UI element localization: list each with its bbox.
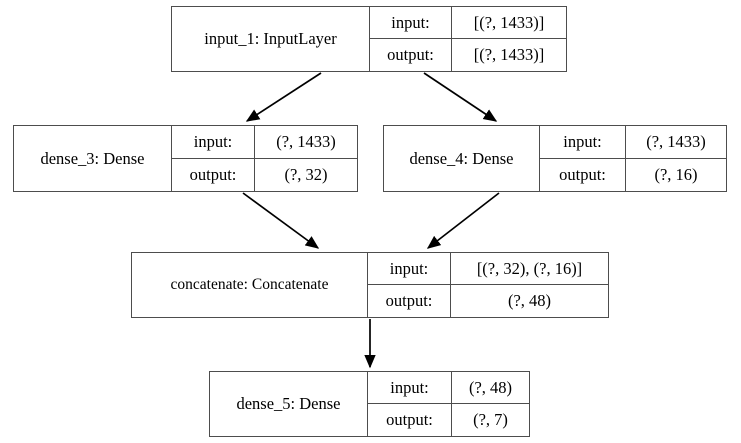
- node-dense_3-name: dense_3: Dense: [40, 148, 145, 168]
- node-dense_4-output-value: (?, 16): [654, 164, 698, 184]
- node-concatenate-output-value: (?, 48): [507, 291, 552, 310]
- node-concatenate-output-row: output: (?, 48): [368, 285, 608, 317]
- node-concatenate-input-label: input:: [368, 253, 451, 284]
- node-dense_3-output-label: output:: [172, 158, 255, 191]
- node-dense_4-name: dense_4: Dense: [409, 148, 514, 168]
- node-dense_5-io: input: (?, 48) output: (?, 7): [367, 372, 529, 436]
- node-dense_5-output-label: output:: [368, 404, 452, 436]
- node-dense_5-input-value: (?, 48): [468, 377, 513, 397]
- node-input_1-output-row: output: [(?, 1433)]: [370, 39, 566, 71]
- node-dense_5-output-row: output: (?, 7): [368, 404, 529, 436]
- node-input_1-input-label: input:: [370, 7, 452, 38]
- node-concatenate-input-row: input: [(?, 32), (?, 16)]: [368, 253, 608, 285]
- node-dense_5[interactable]: dense_5: Dense input: (?, 48) output: (?…: [209, 371, 530, 437]
- node-input_1-output-label: output:: [370, 39, 452, 71]
- node-dense_4[interactable]: dense_4: Dense input: (?, 1433) output: …: [383, 125, 727, 192]
- node-concatenate[interactable]: concatenate: Concatenate input: [(?, 32)…: [131, 252, 609, 318]
- node-dense_3-input-row: input: (?, 1433): [172, 126, 357, 159]
- node-input_1-input-row: input: [(?, 1433)]: [370, 7, 566, 39]
- node-dense_5-input-row: input: (?, 48): [368, 372, 529, 404]
- node-input_1[interactable]: input_1: InputLayer input: [(?, 1433)] o…: [171, 6, 567, 72]
- node-input_1-name: input_1: InputLayer: [204, 29, 337, 48]
- node-dense_5-input-label: input:: [368, 372, 452, 403]
- node-dense_4-input-label: input:: [540, 126, 626, 158]
- node-dense_3-io: input: (?, 1433) output: (?, 32): [171, 126, 357, 191]
- node-dense_4-io: input: (?, 1433) output: (?, 16): [539, 126, 726, 191]
- edge-dense_4-to-concatenate: [426, 192, 500, 249]
- node-dense_3-output-value: (?, 32): [284, 164, 328, 184]
- node-dense_4-input-row: input: (?, 1433): [540, 126, 726, 159]
- node-dense_4-input-value: (?, 1433): [646, 131, 706, 151]
- node-concatenate-output-label: output:: [368, 285, 451, 317]
- node-concatenate-input-value: [(?, 32), (?, 16)]: [476, 258, 583, 278]
- edge-input_1-to-dense_3: [245, 72, 322, 122]
- node-dense_4-output-label: output:: [540, 158, 626, 191]
- node-dense_5-output-value: (?, 7): [473, 410, 508, 429]
- node-concatenate-io: input: [(?, 32), (?, 16)] output: (?, 48…: [367, 253, 608, 317]
- node-input_1-input-value: [(?, 1433)]: [473, 12, 545, 32]
- node-dense_3-input-label: input:: [172, 126, 255, 158]
- node-dense_5-name: dense_5: Dense: [236, 394, 341, 413]
- edge-input_1-to-dense_4: [423, 72, 498, 122]
- node-dense_4-output-row: output: (?, 16): [540, 158, 726, 191]
- node-dense_3[interactable]: dense_3: Dense input: (?, 1433) output: …: [13, 125, 358, 192]
- node-input_1-output-value: [(?, 1433)]: [473, 45, 545, 64]
- edge-dense_3-to-concatenate: [242, 192, 320, 249]
- node-dense_3-input-value: (?, 1433): [276, 131, 336, 151]
- node-concatenate-name: concatenate: Concatenate: [170, 276, 329, 293]
- node-dense_3-output-row: output: (?, 32): [172, 158, 357, 191]
- node-input_1-io: input: [(?, 1433)] output: [(?, 1433)]: [369, 7, 566, 71]
